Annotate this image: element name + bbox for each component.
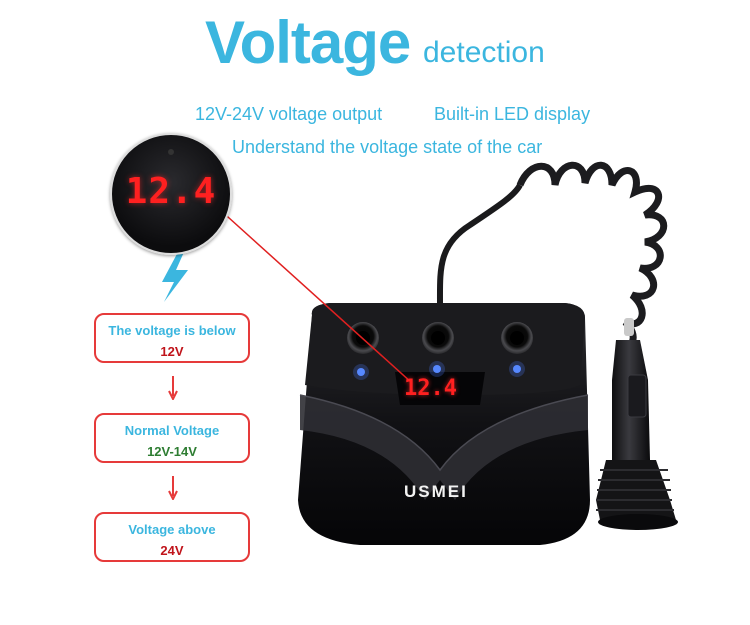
page-subtitle: detection [423,36,545,69]
callout-line [217,207,413,384]
state-box-low: The voltage is below 12V [94,313,250,363]
state-label: The voltage is below [108,323,236,338]
car-plug [596,318,678,530]
down-arrow-icon [168,376,178,400]
page-title: Voltage [205,9,411,76]
lightning-icon [162,252,188,302]
display-zoom: 12.4 [110,133,232,255]
state-value: 12V-14V [147,444,197,459]
cable [436,183,523,306]
feature-voltage-output: 12V-24V voltage output [195,104,383,124]
display-sensor-dot [168,149,174,155]
feature-voltage-state: Understand the voltage state of the car [232,137,543,157]
state-box-normal: Normal Voltage 12V-14V [94,413,250,463]
state-value: 12V [160,344,184,359]
brand-logo: USMEI [404,482,468,501]
state-label: Normal Voltage [124,423,220,438]
state-label: Voltage above [128,522,216,537]
state-box-high: Voltage above 24V [94,512,250,562]
feature-led-display: Built-in LED display [434,104,591,124]
down-arrow-icon [168,476,178,500]
coiled-cord [516,161,668,351]
device-voltage-reading: 12.4 [404,376,457,401]
zoom-voltage-reading: 12.4 [125,171,217,212]
indicator-leds [353,361,525,380]
state-value: 24V [160,543,184,558]
